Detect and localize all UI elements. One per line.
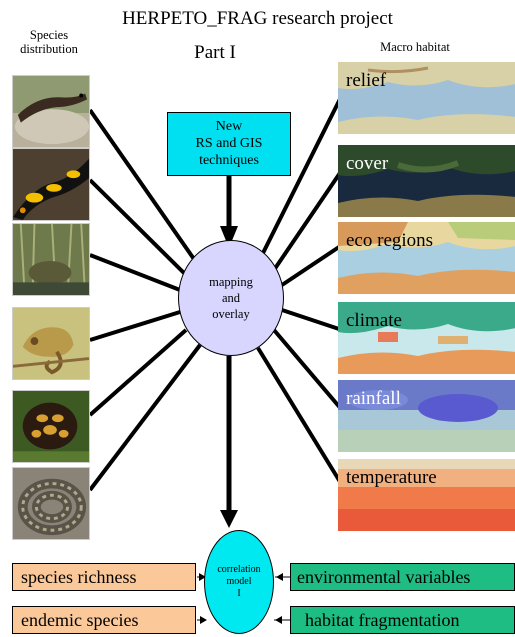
line-map-3 (280, 243, 344, 287)
species-richness-box: species richness (12, 563, 196, 591)
map-label-cover: cover (346, 153, 389, 174)
cover-map-icon (338, 145, 515, 217)
map-label-relief: relief (346, 70, 387, 91)
line-map-4 (281, 308, 343, 332)
salamander-icon (13, 149, 89, 220)
species-photo-tortoise (12, 390, 90, 463)
map-label-eco-regions: eco regions (346, 230, 434, 251)
arrowhead-methods (220, 226, 238, 248)
macro-habitat-heading: Macro habitat (380, 40, 450, 54)
eco-regions-map-icon (338, 222, 515, 294)
line-map-1 (260, 94, 344, 256)
line-species-1 (88, 108, 198, 264)
map-label-rainfall: rainfall (346, 388, 401, 409)
map-label-climate: climate (346, 310, 402, 331)
arrowhead-environment (276, 573, 283, 581)
map-label-temperature: temperature (346, 467, 437, 488)
climate-map-icon (338, 302, 515, 374)
relief-map-icon (338, 62, 515, 134)
habitat-map-relief: relief (338, 62, 515, 134)
arrowhead-fragmentation (275, 616, 282, 624)
methods-line3: techniques (199, 153, 259, 168)
rainfall-map-icon (338, 380, 515, 452)
line-species-3 (89, 253, 181, 292)
habitat-map-rainfall: rainfall (338, 380, 515, 452)
mapping-overlay-node: mapping and overlay (178, 240, 284, 356)
line-species-4 (89, 310, 181, 342)
frog-icon (13, 224, 89, 295)
correlation-model-node: correlation model I (204, 530, 274, 634)
habitat-map-cover: cover (338, 145, 515, 217)
habitat-map-climate: climate (338, 302, 515, 374)
part-label: Part I (194, 42, 236, 63)
mapping-line2: and (221, 291, 241, 305)
line-map-2 (272, 168, 344, 272)
habitat-map-eco-regions: eco regions (338, 222, 515, 294)
model-line2: model (226, 576, 252, 587)
mapping-line1: mapping (209, 275, 253, 289)
methods-line1: New (215, 119, 243, 134)
chameleon-icon (13, 308, 89, 379)
endemic-species-box: endemic species (12, 606, 196, 634)
methods-box: New RS and GIS techniques (167, 112, 291, 176)
species-photo-salamander (12, 148, 90, 221)
habitat-map-temperature: temperature (338, 459, 515, 531)
line-species-6 (88, 343, 202, 492)
environmental-variables-box: environmental variables (290, 563, 515, 591)
line-map-6 (256, 346, 344, 487)
arrowhead-endemic (200, 616, 207, 624)
methods-line2: RS and GIS (195, 136, 263, 151)
species-photo-frog (12, 223, 90, 296)
species-photo-viper (12, 467, 90, 540)
newt-icon (13, 76, 89, 147)
line-map-5 (272, 328, 344, 412)
line-species-2 (88, 178, 188, 277)
arrowhead-model (220, 510, 238, 528)
habitat-fragmentation-box: habitat fragmentation (290, 606, 515, 634)
species-distribution-heading: Species distribution (4, 28, 94, 56)
mapping-line3: overlay (212, 307, 250, 321)
line-species-5 (88, 328, 188, 417)
model-line1: correlation (217, 564, 261, 575)
diagram-title: HERPETO_FRAG research project (122, 8, 393, 29)
species-photo-newt (12, 75, 90, 148)
arrowhead-richness (199, 573, 206, 581)
temperature-map-icon (338, 459, 515, 531)
tortoise-icon (13, 391, 89, 462)
viper-icon (13, 468, 89, 539)
model-line3: I (237, 588, 241, 599)
species-distribution-line1: Species (29, 28, 69, 42)
species-photo-chameleon (12, 307, 90, 380)
species-distribution-line2: distribution (20, 42, 78, 56)
